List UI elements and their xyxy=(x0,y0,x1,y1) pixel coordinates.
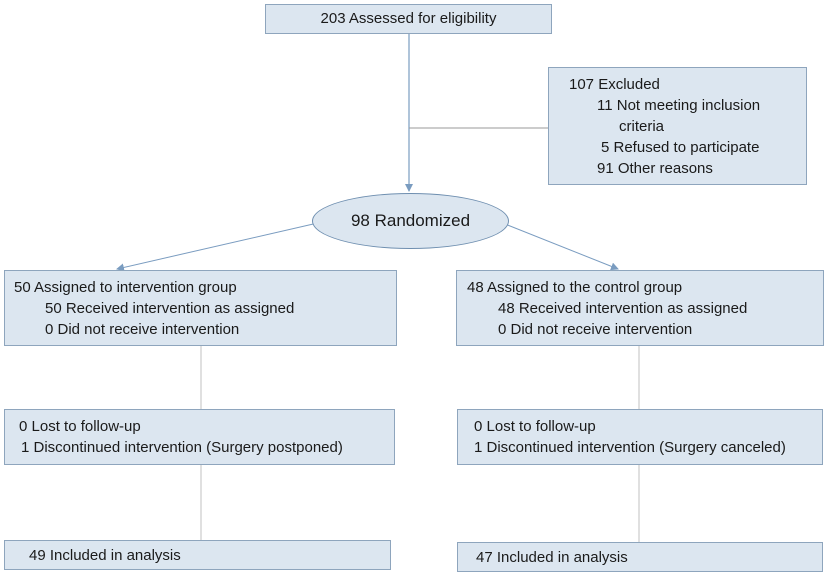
intervention-allocation-box: 50 Assigned to intervention group 50 Rec… xyxy=(4,270,397,346)
control-followup-box: 0 Lost to follow-up 1 Discontinued inter… xyxy=(457,409,823,465)
control-analysis-text: 47 Included in analysis xyxy=(476,549,628,566)
assessed-box: 203 Assessed for eligibility xyxy=(265,4,552,34)
control-received: 48 Received intervention as assigned xyxy=(498,300,748,317)
intervention-analysis-text: 49 Included in analysis xyxy=(29,547,181,564)
intervention-not-received: 0 Did not receive intervention xyxy=(45,321,240,338)
intervention-allocation-title: 50 Assigned to intervention group xyxy=(14,279,237,296)
excluded-title: 107 Excluded xyxy=(569,76,660,93)
randomized-text: 98 Randomized xyxy=(350,211,471,230)
randomized-to-intervention-arrow xyxy=(116,221,323,272)
control-allocation-box: 48 Assigned to the control group 48 Rece… xyxy=(456,270,824,346)
randomized-to-control-arrow xyxy=(499,221,619,271)
control-discontinued: 1 Discontinued intervention (Surgery can… xyxy=(474,439,786,456)
control-not-received: 0 Did not receive intervention xyxy=(498,321,693,338)
excluded-reason-not-meeting: 11 Not meeting inclusion xyxy=(597,97,761,114)
randomized-ellipse: 98 Randomized xyxy=(312,193,509,249)
control-allocation-title: 48 Assigned to the control group xyxy=(467,279,683,296)
intervention-analysis-box: 49 Included in analysis xyxy=(4,540,391,570)
intervention-received: 50 Received intervention as assigned xyxy=(45,300,295,317)
excluded-reason-not-meeting-cont: criteria xyxy=(619,118,665,135)
intervention-lost: 0 Lost to follow-up xyxy=(19,418,141,435)
intervention-followup-box: 0 Lost to follow-up 1 Discontinued inter… xyxy=(4,409,395,465)
excluded-reason-refused: 5 Refused to participate xyxy=(601,139,760,156)
excluded-box: 107 Excluded 11 Not meeting inclusion cr… xyxy=(548,67,807,185)
control-lost: 0 Lost to follow-up xyxy=(474,418,596,435)
excluded-reason-other: 91 Other reasons xyxy=(597,160,713,177)
assessed-text: 203 Assessed for eligibility xyxy=(320,10,497,27)
control-analysis-box: 47 Included in analysis xyxy=(457,542,823,572)
intervention-discontinued: 1 Discontinued intervention (Surgery pos… xyxy=(21,439,343,456)
